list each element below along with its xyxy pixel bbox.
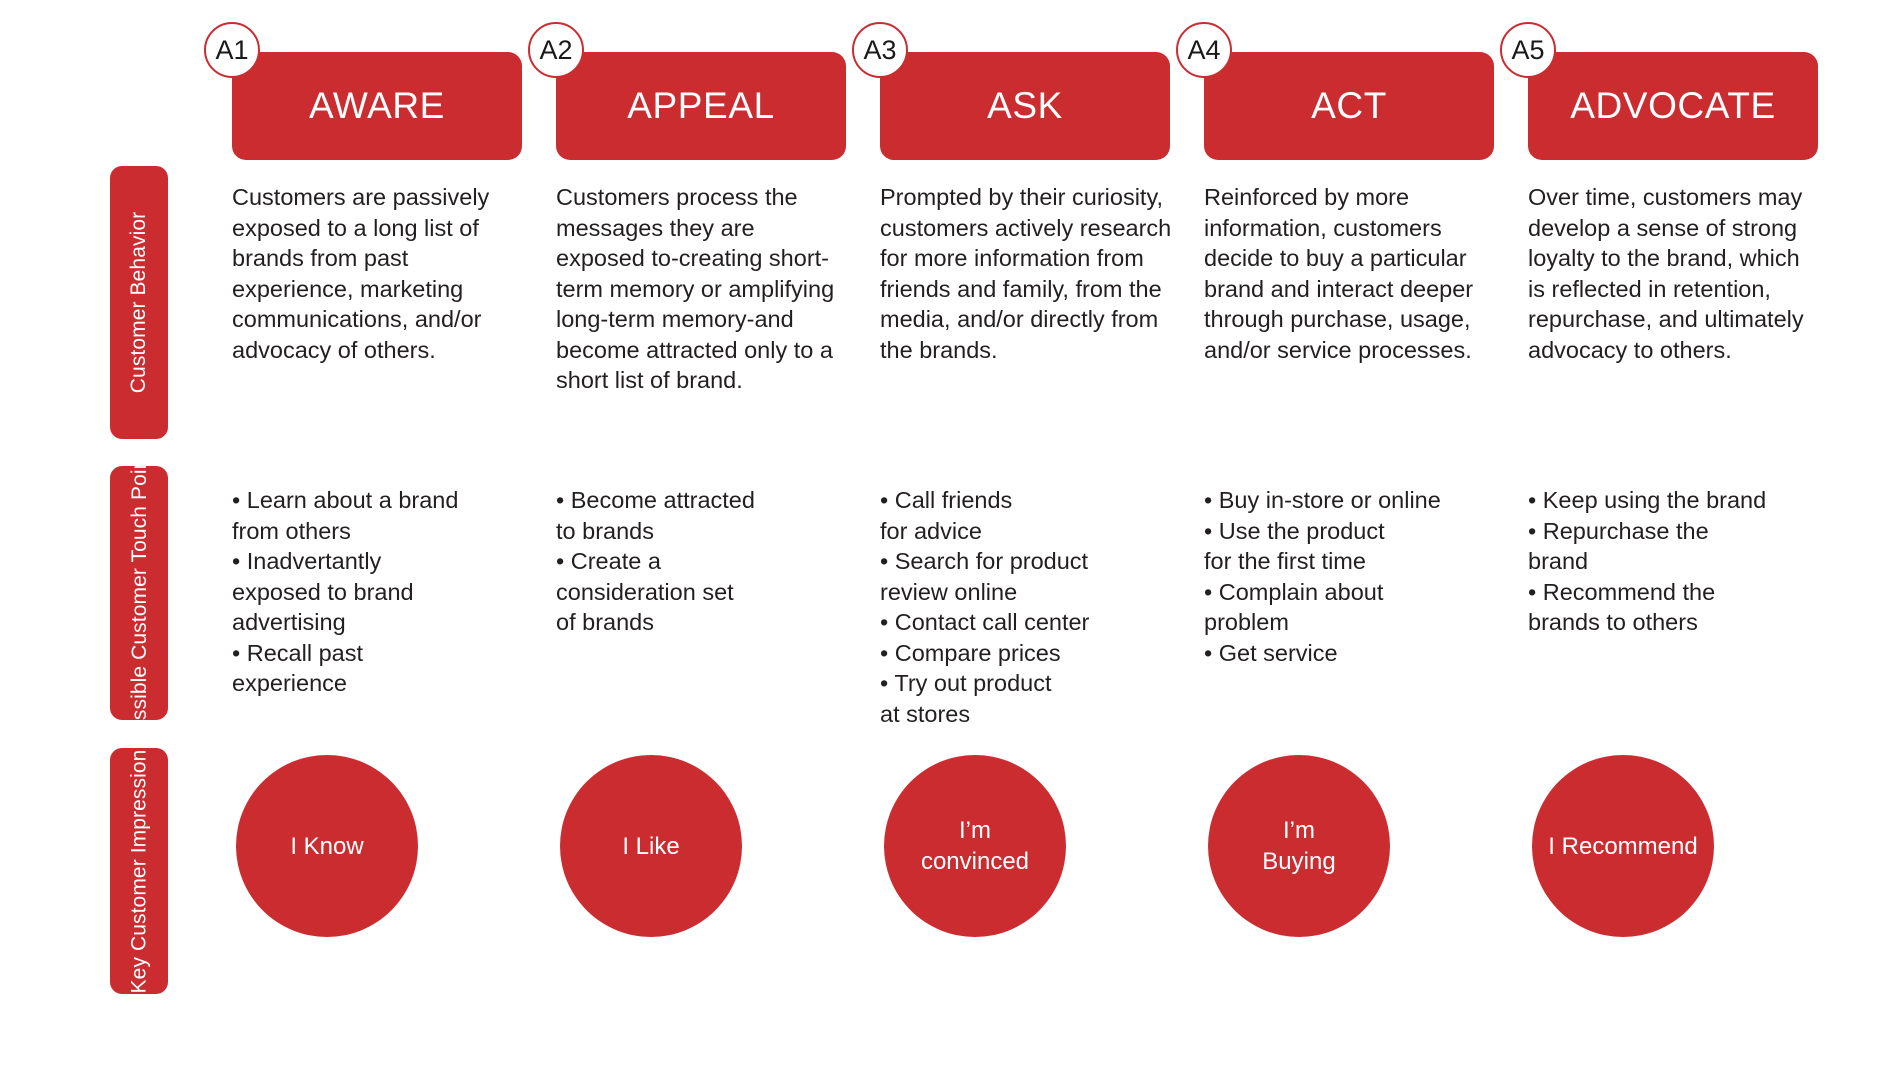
behavior-description: Over time, customers may develop a sense… [1528,184,1804,363]
stage-title: ACT [1311,85,1387,126]
behavior-description: Customers are passively exposed to a lon… [232,184,490,363]
row-label-key-customer-impression-text: Key Customer Impression [127,749,151,993]
touchpoints-items: • Keep using the brand • Repurchase the … [1528,487,1767,635]
stage-header-aware[interactable]: AWARE [232,52,522,160]
row-label-possible-customer-touch-points: Possible Customer Touch Points [110,441,168,745]
stage-title: ADVOCATE [1570,85,1776,126]
stage-badge-a2: A2 [528,22,584,78]
touchpoints-list: • Learn about a brand from others • Inad… [232,485,524,699]
stage-badge-label: A2 [539,34,573,65]
stage-header-ask[interactable]: ASK [880,52,1170,160]
stage-title: APPEAL [627,85,775,126]
touchpoints-list: • Keep using the brand • Repurchase the … [1528,485,1820,638]
impression-circle-i-know: I Know [236,755,418,937]
touchpoints-items: • Buy in-store or online • Use the produ… [1204,487,1441,666]
stage-badge-label: A1 [215,34,249,65]
stage-title: ASK [987,85,1063,126]
behavior-description: Prompted by their curiosity, customers a… [880,184,1172,363]
stage-header-appeal[interactable]: APPEAL [556,52,846,160]
stage-badge-a1: A1 [204,22,260,78]
touchpoints-items: • Learn about a brand from others • Inad… [232,487,459,696]
stage-header-act[interactable]: ACT [1204,52,1494,160]
impression-label: I Recommend [1548,832,1698,860]
touchpoints-items: • Become attracted to brands • Create a … [556,487,755,635]
impression-label: I Know [290,832,364,860]
row-label-customer-behavior: Customer Behavior [110,166,168,439]
impression-circle-im-convinced: I’m convinced [884,755,1066,937]
stage-badge-label: A5 [1511,34,1545,65]
touchpoints-list: • Call friends for advice • Search for p… [880,485,1172,729]
row-label-customer-behavior-text: Customer Behavior [127,211,151,394]
impression-label: I Like [622,832,680,860]
impression-label: I’m convinced [920,817,1030,875]
stage-header-advocate[interactable]: ADVOCATE [1528,52,1818,160]
stage-badge-a4: A4 [1176,22,1232,78]
impression-label: I’m Buying [1262,817,1336,875]
behavior-description: Customers process the messages they are … [556,184,835,393]
stage-badge-a5: A5 [1500,22,1556,78]
impression-circle-i-recommend: I Recommend [1532,755,1714,937]
touchpoints-list: • Become attracted to brands • Create a … [556,485,848,638]
touchpoints-list: • Buy in-store or online • Use the produ… [1204,485,1496,668]
stage-badge-a3: A3 [852,22,908,78]
row-label-possible-customer-touch-points-text: Possible Customer Touch Points [127,440,151,746]
row-label-key-customer-impression: Key Customer Impression [110,748,168,994]
impression-circle-i-like: I Like [560,755,742,937]
impression-circle-im-buying: I’m Buying [1208,755,1390,937]
stage-title: AWARE [309,85,445,126]
stage-badge-label: A4 [1187,34,1221,65]
behavior-description: Reinforced by more information, customer… [1204,184,1474,363]
stage-badge-label: A3 [863,34,897,65]
touchpoints-items: • Call friends for advice • Search for p… [880,487,1090,727]
